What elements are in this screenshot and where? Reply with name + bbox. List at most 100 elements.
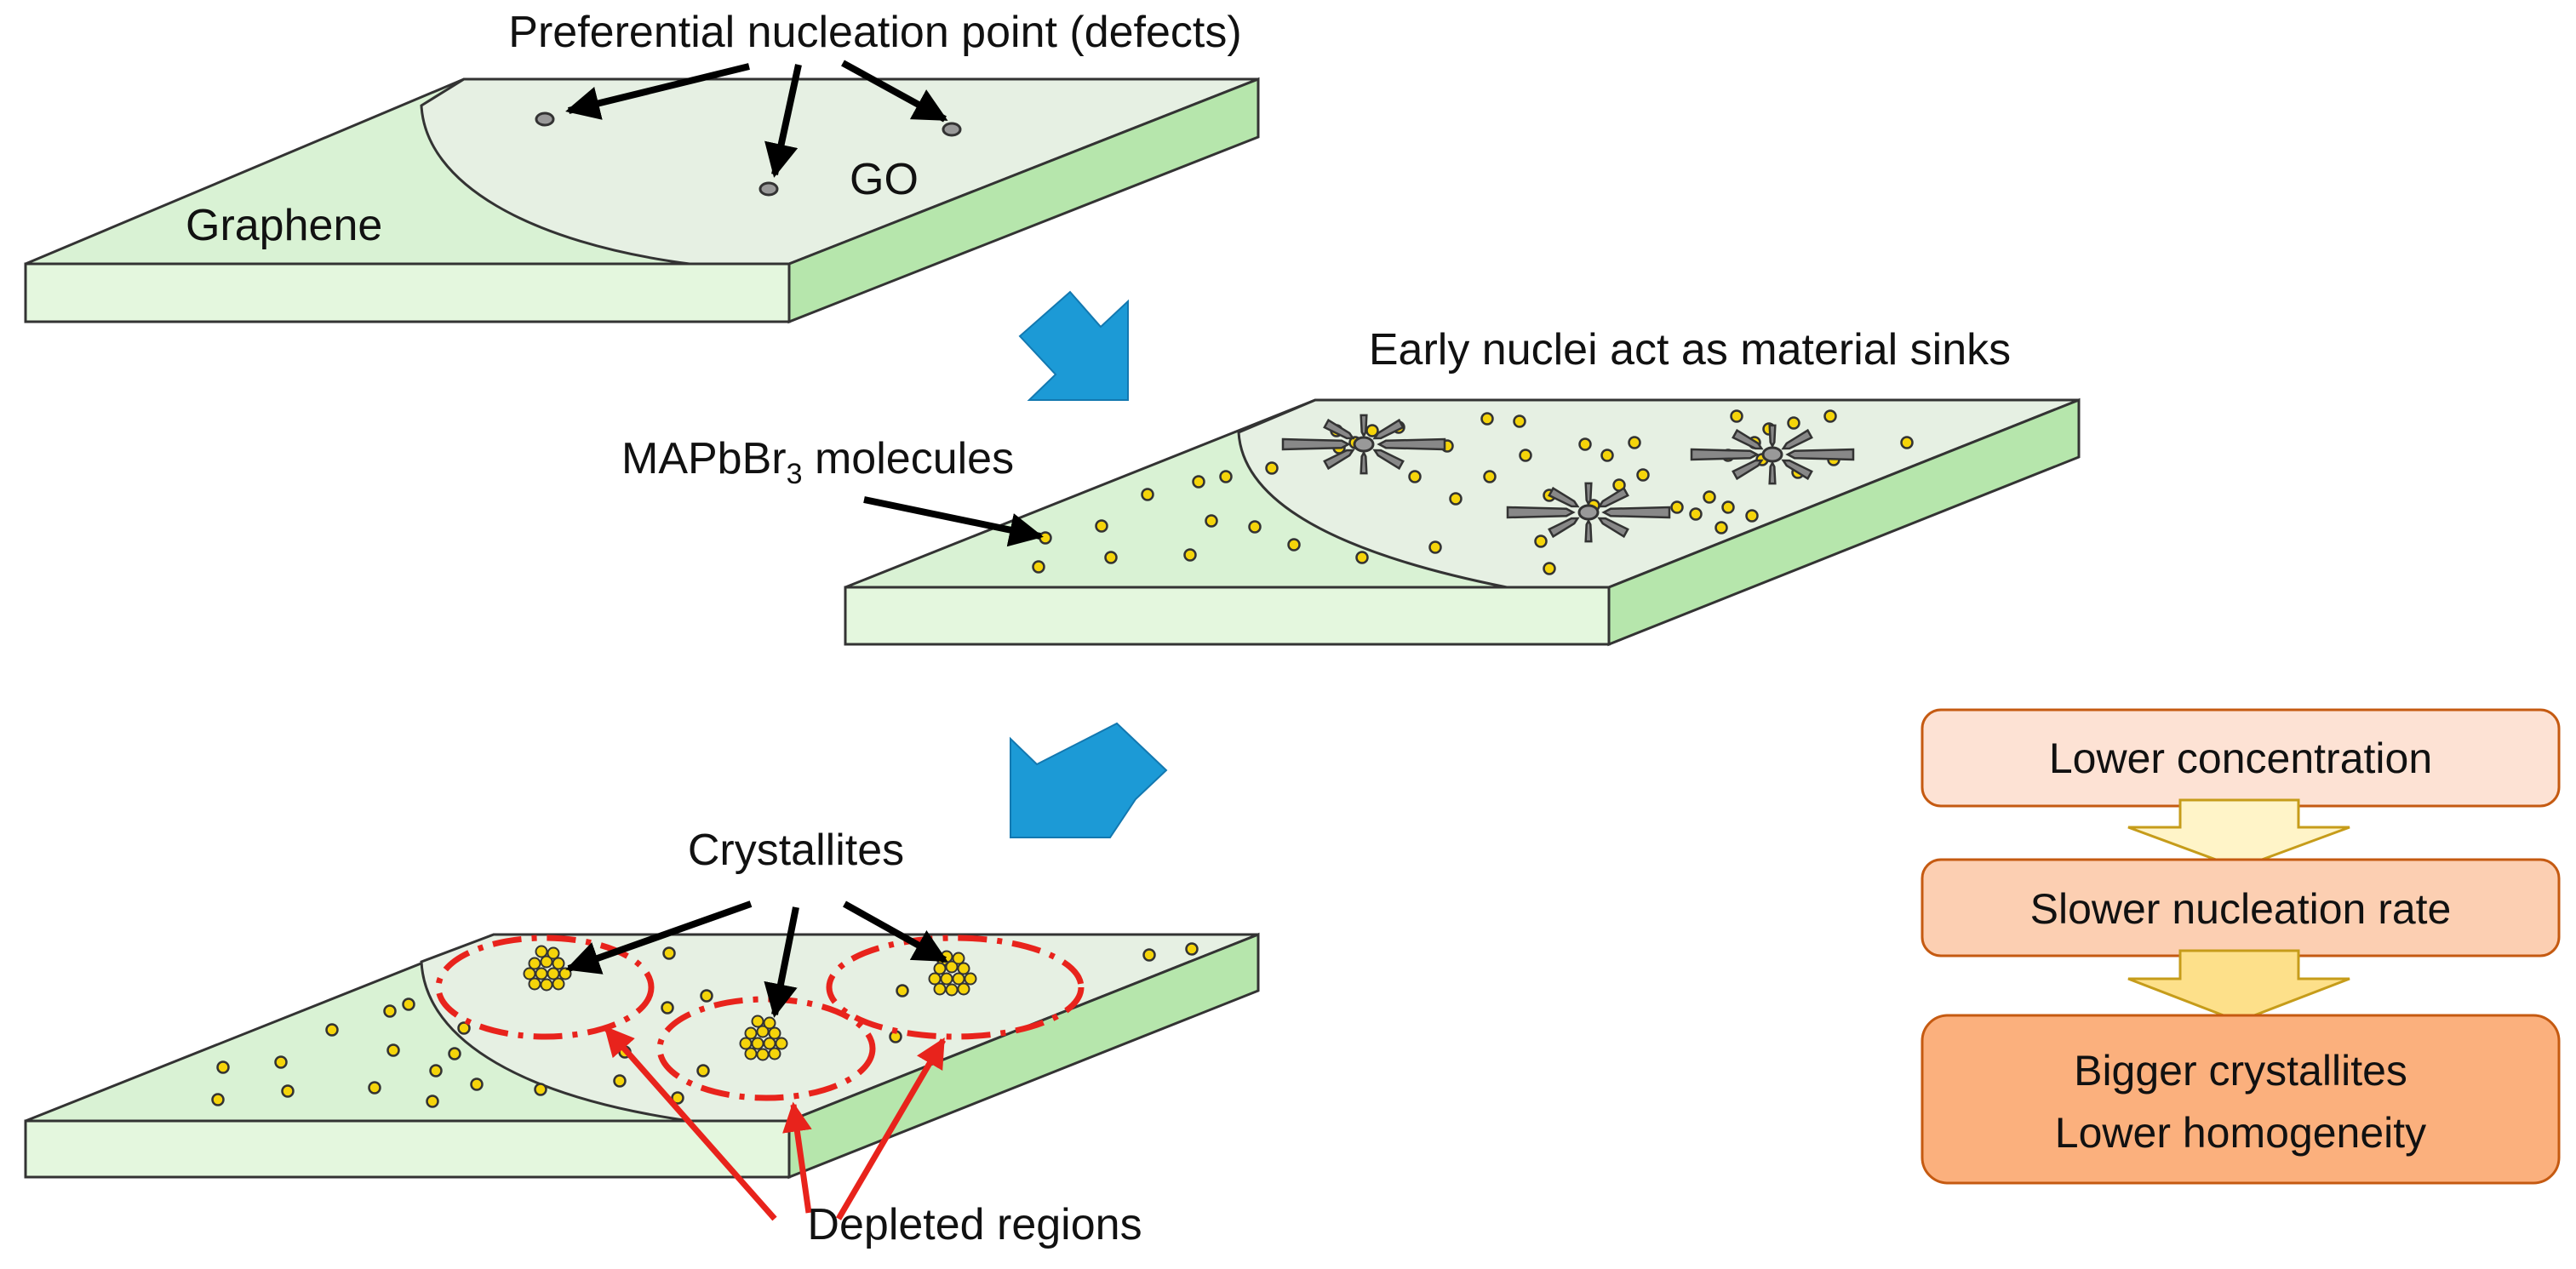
molecule-dot [700,989,713,1003]
crystallite-cluster [523,945,572,992]
sink-arrow [1690,448,1760,461]
crystallite-dot [523,967,536,980]
molecule-dot [1513,414,1526,428]
molecule-dot [1449,492,1463,506]
crystallite-dot [751,1037,764,1050]
sink-arrow [1597,486,1629,508]
crystallite-dot [775,1037,788,1050]
crystallite-dot [756,1025,770,1038]
slab-2 [844,397,2081,647]
crystallite-dot [940,972,953,986]
crystallite-group [523,945,977,1061]
slab-2-side-face [1607,397,2081,647]
molecule-dot [383,1004,397,1018]
molecules-label-suffix: molecules [803,434,1015,483]
slab-3-side-face [787,932,1260,1180]
sink-arrow [1597,517,1629,539]
molecule-dot [1428,540,1442,554]
depleted-pointer-arrow [782,1101,812,1214]
crystallite-pointer-arrow [764,906,799,1018]
crystallite-dot [540,955,553,969]
molecule-dot [662,946,676,960]
sink-arrow [1601,506,1671,519]
molecule-group-panel-2 [1032,409,1914,575]
molecule-dot [1408,470,1422,483]
defect-point [758,181,779,197]
flow-arrow-1 [2127,798,2350,870]
molecule-dot [1600,449,1614,462]
crystallite-dot [535,945,548,958]
sink-arrow [1377,437,1446,451]
crystallite-dot [547,967,560,980]
molecule-dot [1543,562,1556,575]
molecule-dot [1205,514,1218,528]
depleted-region [435,935,655,1040]
depleted-region [656,996,876,1101]
crystallite-dot [957,962,970,975]
process-arrow-1 [1018,290,1129,401]
crystallite-dot [928,972,942,986]
panel-2-title: Early nuclei act as material sinks [1369,325,2011,374]
flow-step-3-line-2: Lower homogeneity [2055,1109,2426,1157]
molecules-label-subscript: 3 [787,458,803,490]
sink-arrow [1768,460,1777,485]
molecule-dot [274,1055,288,1069]
pointer-arrow [565,63,750,120]
sink-arrow [1360,414,1368,438]
molecule-dot [281,1084,295,1098]
graphene-label: Graphene [186,201,382,250]
nucleus-dot [1353,436,1375,453]
molecule-dot [368,1081,381,1095]
molecule-dot [1480,412,1494,426]
crystallite-dot [945,960,959,974]
molecules-label: MAPbBr3 molecules [621,434,1014,490]
sink-arrow [1584,482,1593,506]
crystallite-dot [763,1016,776,1030]
crystallites-label: Crystallites [688,826,904,875]
sink-arrow [1785,448,1855,461]
defect-point [942,122,962,137]
crystallite-dot [756,1048,770,1061]
depleted-pointer-arrow [604,1026,777,1221]
molecule-dot [1900,436,1914,449]
sink-arrow [1372,418,1405,440]
flow-step-2-text: Slower nucleation rate [2030,885,2452,933]
molecule-dot [1578,437,1592,451]
flow-step-1-text: Lower concentration [2049,735,2432,782]
molecule-dot [1670,500,1684,514]
molecule-dot [1355,551,1369,564]
crystallite-dot [535,967,548,980]
crystallite-dot [552,977,565,991]
molecule-dot [613,1074,627,1088]
molecule-dot [1287,538,1301,552]
molecule-dot [1721,500,1735,514]
material-sink [1690,424,1855,485]
flow-chart: Lower concentration Slower nucleation ra… [1921,708,2561,1185]
sink-arrow [1323,449,1355,471]
molecule-dot [671,1091,684,1105]
sink-arrow [1372,449,1405,471]
molecule-dot [1142,948,1156,962]
slab-1-front-face [24,262,791,323]
molecule-dot [1745,509,1759,523]
molecule-dot [1248,520,1262,534]
molecules-label-formula: MAPbBr [621,434,787,483]
crystallite-dot [540,978,553,992]
crystallite-dot [547,946,560,960]
molecule-dot [661,1001,674,1015]
depleted-regions-label: Depleted regions [807,1200,1142,1249]
crystallite-dot [739,1037,753,1050]
crystallite-dot [945,983,959,997]
sink-arrow [1281,437,1351,451]
molecule-dot [896,984,909,997]
sink-arrow [1506,506,1576,519]
slab-1-side-face [787,77,1260,324]
molecule-dot [1636,468,1650,482]
pointer-arrow [841,60,948,123]
depleted-region [826,935,1085,1040]
molecules-pointer-arrow [863,496,1044,547]
molecule-dot [457,1021,471,1035]
crystallite-dot [952,972,965,986]
molecule-dot [1714,521,1728,534]
